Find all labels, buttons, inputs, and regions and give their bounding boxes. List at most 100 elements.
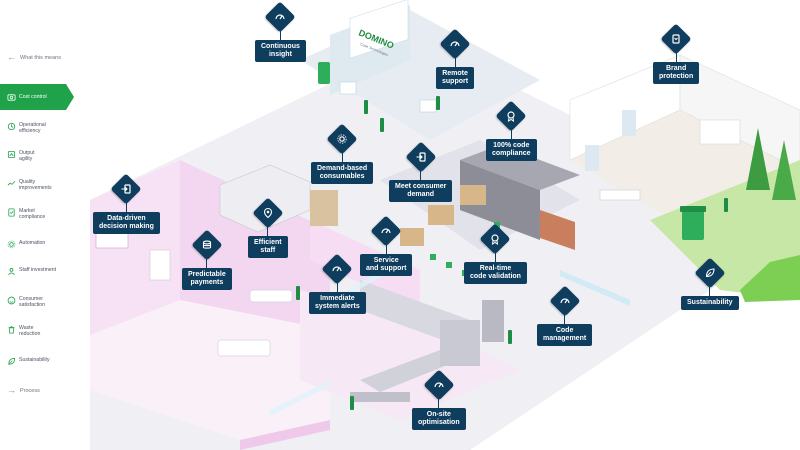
callout-label: Sustainability bbox=[681, 296, 739, 310]
cogs-icon bbox=[326, 123, 358, 155]
recycling-bin bbox=[682, 210, 704, 240]
corridor-floor bbox=[300, 290, 520, 420]
quality-improvements-icon bbox=[7, 180, 16, 186]
sidebar-item-label: Market compliance bbox=[19, 208, 46, 220]
display-screen bbox=[419, 99, 437, 113]
sidebar-item-consumer-satisfaction[interactable]: Consumer satisfaction bbox=[0, 296, 66, 308]
output-agility-icon bbox=[7, 150, 16, 159]
sidebar-item-label: Cost control bbox=[19, 94, 47, 100]
sidebar-item-label: Sustainability bbox=[19, 357, 50, 363]
sidebar-item-waste-reduction[interactable]: Waste reduction bbox=[0, 325, 66, 337]
callout-stem bbox=[420, 168, 422, 180]
process-link[interactable]: → Process bbox=[7, 386, 40, 395]
coding-machine bbox=[440, 320, 480, 366]
consumer-satisfaction-icon bbox=[7, 296, 16, 305]
badge-icon bbox=[660, 23, 692, 55]
callout-stem bbox=[564, 312, 566, 324]
sidebar-item-staff-investment[interactable]: Staff investment bbox=[0, 267, 66, 276]
sidebar-item-label: Waste reduction bbox=[19, 325, 41, 337]
kitchen-cabinet bbox=[699, 119, 741, 145]
garden-lawn bbox=[650, 160, 800, 300]
dining-table bbox=[599, 189, 641, 201]
callout-stem bbox=[510, 127, 512, 139]
callout-stem bbox=[279, 28, 281, 40]
staff-investment-icon bbox=[8, 268, 15, 276]
waste-reduction-icon bbox=[8, 325, 15, 334]
sidebar-item-sustainability[interactable]: Sustainability bbox=[0, 357, 66, 366]
pallet-boxes bbox=[428, 205, 454, 225]
callout-stem bbox=[125, 200, 127, 212]
gauge-icon bbox=[439, 28, 471, 60]
back-link[interactable]: ← What this means bbox=[7, 53, 61, 62]
sidebar-item-label: Consumer satisfaction bbox=[19, 296, 45, 308]
sidebar-item-operational-efficiency[interactable]: Operational efficiency bbox=[0, 122, 66, 134]
sustainability-icon bbox=[8, 357, 16, 365]
sidebar-item-output-agility[interactable]: Output agility bbox=[0, 150, 66, 162]
callout-stem bbox=[494, 250, 496, 262]
office-floor bbox=[90, 300, 330, 440]
callout-stem bbox=[341, 150, 343, 162]
sidebar-item-cost-control[interactable]: Cost control bbox=[0, 84, 74, 110]
office-front-wall bbox=[240, 420, 330, 450]
sidebar: ← What this means Cost control Operation… bbox=[0, 0, 74, 450]
sidebar-item-label: Output agility bbox=[19, 150, 35, 162]
operational-efficiency-icon bbox=[7, 122, 16, 131]
display-screen bbox=[339, 81, 357, 95]
sidebar-item-market-compliance[interactable]: Market compliance bbox=[0, 208, 66, 220]
tree bbox=[746, 128, 770, 190]
green-bush bbox=[740, 255, 800, 302]
sidebar-item-automation[interactable]: Automation bbox=[0, 240, 66, 249]
production-line bbox=[360, 350, 460, 392]
domino-sign-panel bbox=[349, 0, 409, 59]
leaf-icon bbox=[694, 257, 726, 289]
truck-cab bbox=[540, 210, 575, 250]
callout-stem bbox=[675, 50, 677, 62]
callout-stem bbox=[206, 256, 208, 268]
coins-icon bbox=[191, 229, 223, 261]
sidebar-item-label: Operational efficiency bbox=[19, 122, 46, 134]
people-figures bbox=[296, 96, 728, 410]
login-icon bbox=[405, 141, 437, 173]
light-ribbon bbox=[270, 380, 330, 416]
truck-trailer-side bbox=[460, 160, 540, 240]
process-link-label: Process bbox=[20, 387, 40, 394]
sidebar-item-quality-improvements[interactable]: Quality improvements bbox=[0, 179, 66, 191]
callout-sustainability[interactable]: Sustainability bbox=[681, 257, 739, 310]
callout-stem bbox=[336, 280, 338, 292]
gauge-icon bbox=[370, 215, 402, 247]
gauge-icon bbox=[264, 1, 296, 33]
recycling-bin-lid bbox=[680, 206, 706, 212]
pallet-boxes bbox=[400, 228, 424, 246]
presentation-screen bbox=[149, 249, 171, 281]
callout-stem bbox=[385, 242, 387, 254]
display-screen bbox=[318, 62, 330, 84]
login-icon bbox=[110, 173, 142, 205]
sidebar-item-label: Staff investment bbox=[19, 267, 57, 273]
pallet-boxes bbox=[460, 185, 486, 205]
meeting-table bbox=[249, 289, 293, 303]
person-pin-icon bbox=[252, 197, 284, 229]
